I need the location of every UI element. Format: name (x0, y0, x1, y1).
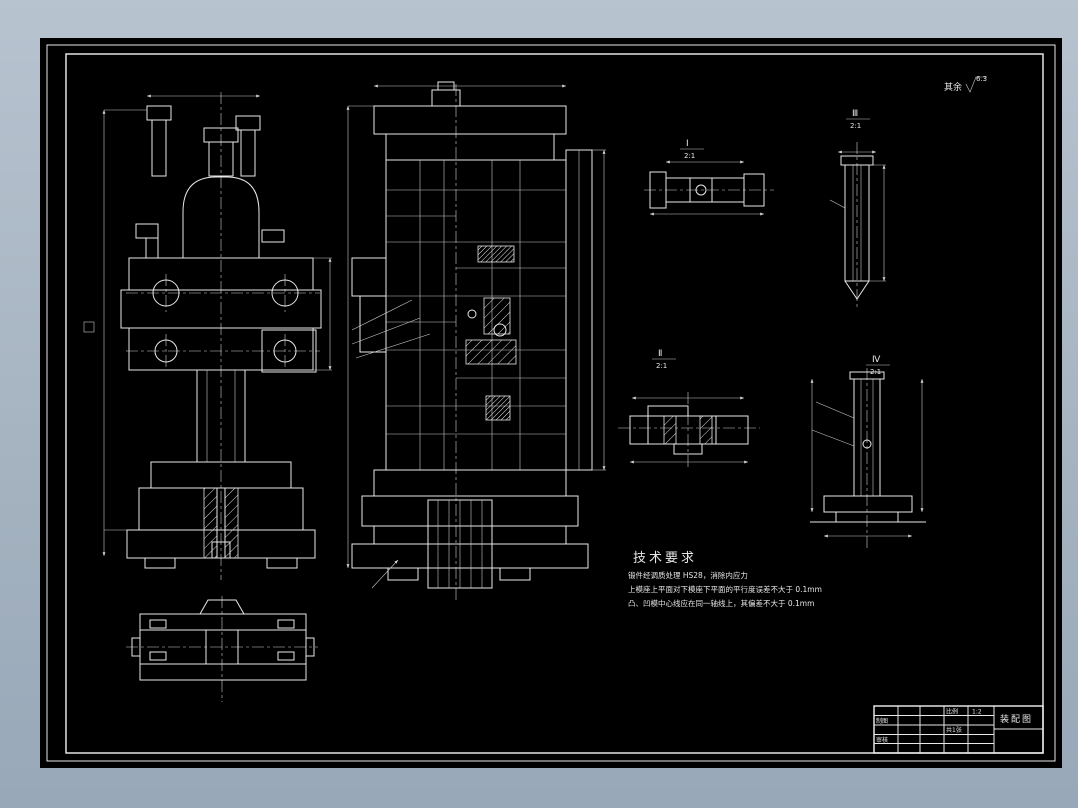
drawing-sheet (40, 38, 1062, 768)
title-block-scale-label: 比例 (946, 708, 958, 716)
detail-view-4: Ⅳ 2:1 (810, 355, 926, 548)
title-block-sheet-label: 共1张 (946, 726, 962, 734)
detail-2-label: Ⅱ (658, 349, 662, 359)
bottom-plate-view (126, 596, 318, 702)
surface-note-value: 6.3 (976, 75, 987, 83)
sheet-inner-frame (65, 53, 1044, 754)
detail-view-2: Ⅱ 2:1 (618, 349, 760, 470)
surface-note-prefix: 其余 (944, 81, 962, 93)
title-block: 制图 审核 比例 1:2 共1张 装配图 (873, 705, 1044, 754)
detail-3-label: Ⅲ (852, 109, 858, 119)
title-block-checker-label: 审核 (876, 736, 888, 744)
detail-view-1: Ⅰ 2:1 (644, 139, 774, 216)
technical-requirements: 技术要求 锻件经调质处理 HS28，消除内应力 上模座上平面对下模座下平面的平行… (628, 551, 822, 608)
detail-1-scale: 2:1 (684, 152, 695, 160)
tech-requirements-heading: 技术要求 (633, 551, 697, 566)
title-block-drawing-title: 装配图 (1000, 713, 1033, 725)
detail-3-scale: 2:1 (850, 122, 861, 130)
front-view (83, 92, 332, 580)
tech-requirement-line: 锻件经调质处理 HS28，消除内应力 (628, 570, 748, 580)
detail-2-scale: 2:1 (656, 362, 667, 370)
detail-1-label: Ⅰ (686, 139, 689, 149)
surface-roughness-icon (965, 76, 987, 93)
surface-roughness-note: 其余 6.3 (944, 75, 987, 93)
section-view (346, 81, 606, 600)
sheet-outer-border (46, 44, 1056, 762)
detail-view-3: Ⅲ 2:1 (829, 109, 886, 308)
detail-4-label: Ⅳ (872, 355, 881, 365)
tech-requirement-line: 上模座上平面对下模座下平面的平行度误差不大于 0.1mm (628, 584, 822, 594)
tech-requirement-line: 凸、凹模中心线应在同一轴线上，其偏差不大于 0.1mm (628, 598, 814, 608)
title-block-scale-value: 1:2 (972, 709, 982, 716)
title-block-drafter-label: 制图 (876, 717, 888, 725)
